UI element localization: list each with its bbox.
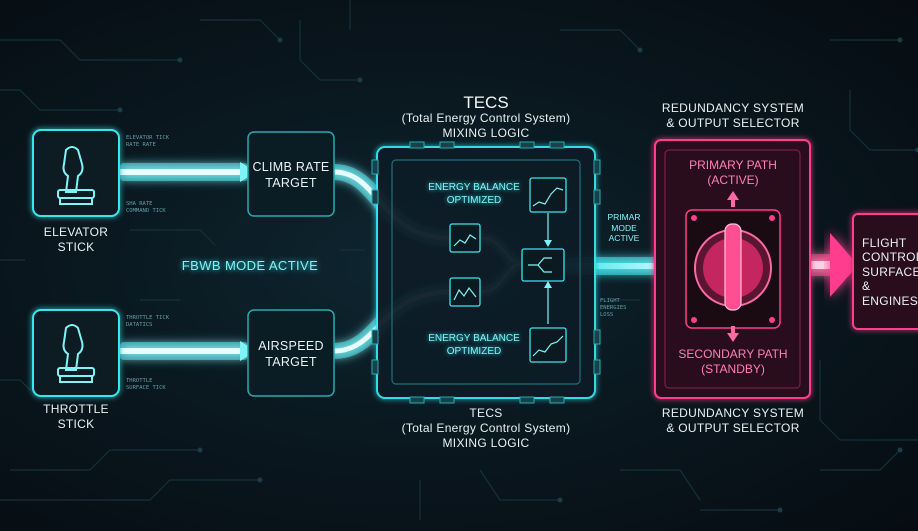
throttle-stick-label: THROTTLE STICK: [43, 402, 109, 431]
energy-graph-bottom: [529, 327, 567, 363]
energy-chip-lower: [449, 277, 481, 307]
up-arrow-icon: [727, 191, 739, 207]
throttle-micro-text-2: THROTTLE SURFACE TICK: [126, 378, 166, 392]
climb-rate-target-label: CLIMB RATE TARGET: [252, 160, 330, 190]
elevator-stick-box: [32, 129, 120, 217]
input-beams: [120, 163, 248, 360]
tecs-subtitle-top: (Total Energy Control System) MIXING LOG…: [401, 111, 571, 140]
elevator-micro-text: ELEVATOR TICK RATE RATE: [126, 135, 170, 149]
throttle-micro-text: THROTTLE TICK DATATICS: [126, 315, 170, 329]
primary-path-label: PRIMARY PATH (ACTIVE): [689, 158, 777, 187]
arrow-to-output: [830, 233, 858, 297]
energy-balance-bottom: ENERGY BALANCE OPTIMIZED: [428, 333, 520, 357]
joystick-icon: [57, 146, 95, 205]
throttle-icon: [57, 324, 95, 383]
primary-mode-label: PRIMAR MODE ACTIVE: [607, 212, 641, 244]
energy-graph-top: [529, 177, 567, 213]
elevator-stick-label: ELEVATOR STICK: [43, 225, 109, 254]
elevator-micro-text-2: SHA RATE COMMAND TICK: [126, 201, 166, 215]
flight-energy-micro-text: FLIGHT ENERGIES LOSS: [600, 298, 627, 319]
climb-rate-target-box: [247, 131, 335, 217]
redundancy-title-top: REDUNDANCY SYSTEM & OUTPUT SELECTOR: [661, 101, 805, 130]
airspeed-target-box: [247, 309, 335, 397]
mixer-chip: [521, 248, 565, 282]
energy-balance-top: ENERGY BALANCE OPTIMIZED: [428, 182, 520, 206]
secondary-path-label: SECONDARY PATH (STANDBY): [678, 347, 788, 376]
throttle-stick-box: [32, 309, 120, 397]
selector-knob: [694, 223, 772, 311]
fbwb-mode-label: FBWB MODE ACTIVE: [181, 258, 319, 273]
redundancy-title-bottom: REDUNDANCY SYSTEM & OUTPUT SELECTOR: [661, 406, 805, 435]
output-label: FLIGHT CONTROL SURFACES & ENGINES: [862, 236, 918, 308]
tecs-title-top: TECS: [463, 93, 509, 112]
airspeed-target-label: AIRSPEED TARGET: [258, 339, 324, 369]
tecs-mixing-box: [371, 141, 601, 404]
down-arrow-icon: [727, 326, 739, 342]
energy-chip-upper: [449, 223, 481, 253]
tecs-title-bottom: TECS (Total Energy Control System) MIXIN…: [401, 406, 571, 450]
redundancy-selector-box: [654, 139, 811, 399]
output-box: [852, 213, 918, 330]
